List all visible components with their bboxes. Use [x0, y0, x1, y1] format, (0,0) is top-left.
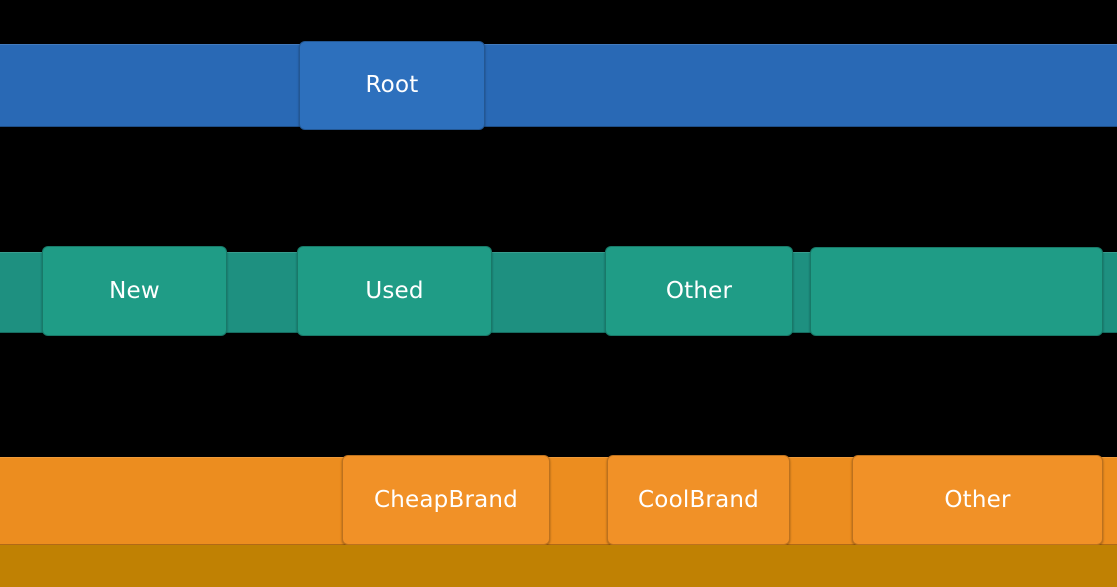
- tree-node-root[interactable]: Root: [299, 41, 485, 130]
- tree-node-other-level2[interactable]: Other: [852, 455, 1103, 545]
- node-label-other-level1: Other: [665, 277, 733, 304]
- node-label-root: Root: [365, 72, 419, 98]
- tree-node-other-level1[interactable]: Other: [605, 246, 793, 336]
- tree-node-new[interactable]: New: [42, 246, 227, 336]
- node-label-coolbrand: CoolBrand: [638, 486, 759, 513]
- level-0-band: [0, 44, 1117, 127]
- tree-node-used[interactable]: Used: [297, 246, 492, 336]
- tree-node-cheapbrand[interactable]: CheapBrand: [342, 455, 550, 545]
- node-label-new: New: [109, 277, 160, 304]
- tree-node-unlabeled-level1[interactable]: [810, 247, 1103, 336]
- node-label-other-level2: Other: [944, 486, 1011, 513]
- node-label-used: Used: [365, 277, 424, 304]
- tree-node-coolbrand[interactable]: CoolBrand: [607, 455, 790, 545]
- node-label-cheapbrand: CheapBrand: [374, 486, 518, 513]
- level-3-band-clipped: [0, 545, 1117, 587]
